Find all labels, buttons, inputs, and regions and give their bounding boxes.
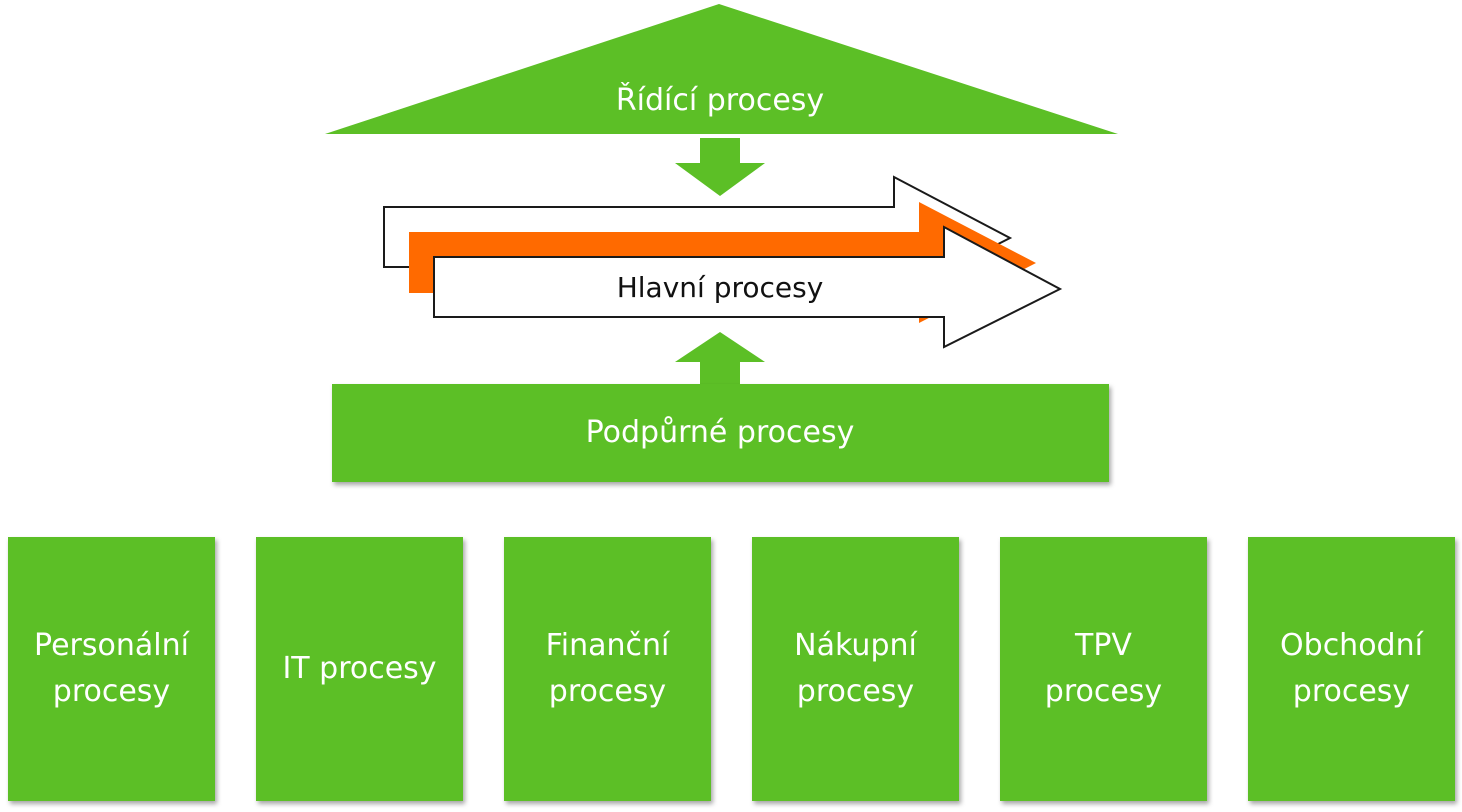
main-processes-label: Hlavní procesy	[616, 271, 824, 304]
area-box-bg	[256, 537, 463, 801]
support-label: Podpůrné procesy	[585, 415, 855, 450]
support-bar	[332, 384, 1109, 482]
area-box-bg	[752, 537, 959, 801]
area-box-bg	[504, 537, 711, 801]
down-arrow	[675, 138, 765, 196]
management-roof	[325, 4, 1118, 134]
area-box-bg	[1000, 537, 1207, 801]
main-arrow-front	[433, 225, 1063, 349]
area-box-bg	[1248, 537, 1455, 801]
management-label: Řídící procesy	[615, 83, 825, 118]
up-arrow	[675, 332, 765, 386]
area-box-bg	[8, 537, 215, 801]
